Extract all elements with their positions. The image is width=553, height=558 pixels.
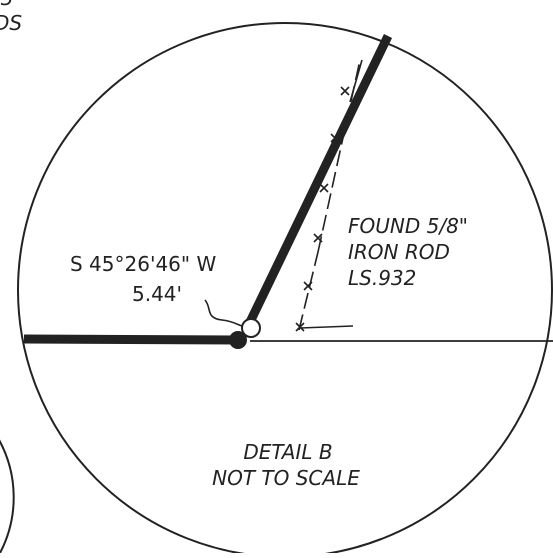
corner-text-bottom: DS bbox=[0, 11, 22, 35]
fence-x-mark bbox=[313, 233, 323, 243]
adjacent-circle-arc bbox=[0, 439, 15, 554]
fence-x-mark bbox=[295, 322, 305, 332]
boundary-corner-dot bbox=[229, 331, 247, 349]
found-rod-line1: FOUND 5/8" bbox=[348, 214, 468, 238]
bearing-label: S 45°26'46" W bbox=[70, 252, 216, 276]
found-rod-line2: IRON ROD bbox=[348, 240, 450, 264]
fence-x-mark bbox=[319, 183, 329, 193]
fence-marks bbox=[295, 86, 350, 332]
heavy-boundary-line bbox=[23, 334, 239, 345]
found-rod-line3: LS.932 bbox=[348, 266, 416, 290]
detail-subtitle: NOT TO SCALE bbox=[212, 466, 360, 490]
detail-title: DETAIL B bbox=[243, 440, 332, 464]
heavy-diagonal-line bbox=[245, 34, 393, 324]
distance-label: 5.44' bbox=[132, 282, 182, 306]
fence-x-mark bbox=[303, 281, 313, 291]
bearing-leader bbox=[204, 299, 243, 327]
corner-text-top: /3 bbox=[0, 0, 13, 10]
fence-leader-line bbox=[299, 325, 354, 329]
fence-x-mark bbox=[340, 86, 350, 96]
iron-rod-marker bbox=[241, 318, 261, 338]
fence-line-extension bbox=[349, 59, 363, 103]
fence-x-mark bbox=[330, 133, 340, 143]
